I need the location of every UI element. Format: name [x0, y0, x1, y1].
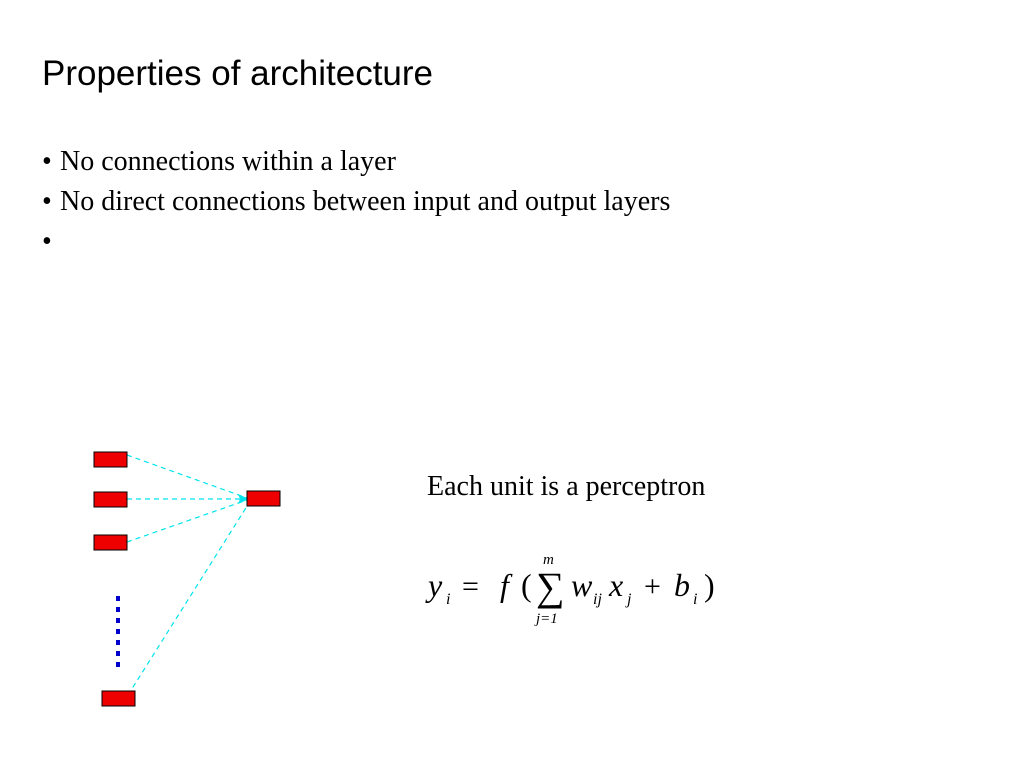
bullet-text: No connections within a layer	[60, 146, 396, 177]
formula-sum: ∑	[536, 564, 565, 609]
formula-equals: =	[462, 570, 479, 603]
formula-bias-sub: i	[693, 591, 697, 608]
formula-bias: b	[674, 567, 690, 603]
edge-input4-output	[127, 502, 250, 696]
formula-plus: +	[644, 570, 661, 603]
formula-close-paren: )	[704, 567, 715, 603]
bullet-item: • No direct connections between input and…	[42, 182, 670, 222]
input-unit	[93, 534, 128, 551]
edge-input3-output	[126, 499, 248, 543]
formula-weight-sub: ij	[593, 591, 602, 608]
formula-output-sub: i	[446, 591, 450, 608]
bullet-dot: •	[42, 186, 52, 217]
edge-arrowhead	[238, 494, 249, 504]
bullet-dot: •	[42, 146, 52, 177]
formula-weight: w	[571, 567, 593, 603]
unit-group	[93, 451, 281, 707]
input-unit	[93, 451, 128, 468]
bullet-dot: •	[42, 226, 52, 257]
input-unit	[93, 491, 128, 508]
formula-input-var: x	[608, 567, 623, 603]
slide-title: Properties of architecture	[42, 54, 434, 93]
perceptron-caption: Each unit is a perceptron	[427, 471, 706, 502]
edge-input1-output	[126, 454, 248, 499]
formula-sum-upper: m	[543, 552, 554, 568]
bullet-item: • No connections within a layer	[42, 142, 670, 182]
formula-open-paren: (	[521, 567, 532, 603]
input-unit	[101, 690, 136, 707]
formula-input-sub: j	[625, 591, 632, 608]
output-unit	[246, 490, 281, 507]
bullet-text: No direct connections between input and …	[60, 186, 671, 217]
bullet-list: • No connections within a layer • No direc…	[42, 142, 670, 262]
bullet-item: •	[42, 222, 670, 262]
formula-func: f	[500, 567, 513, 603]
formula-sum-lower: j=1	[534, 611, 558, 627]
edge-group	[118, 454, 250, 696]
formula-output-var: y	[425, 567, 443, 603]
